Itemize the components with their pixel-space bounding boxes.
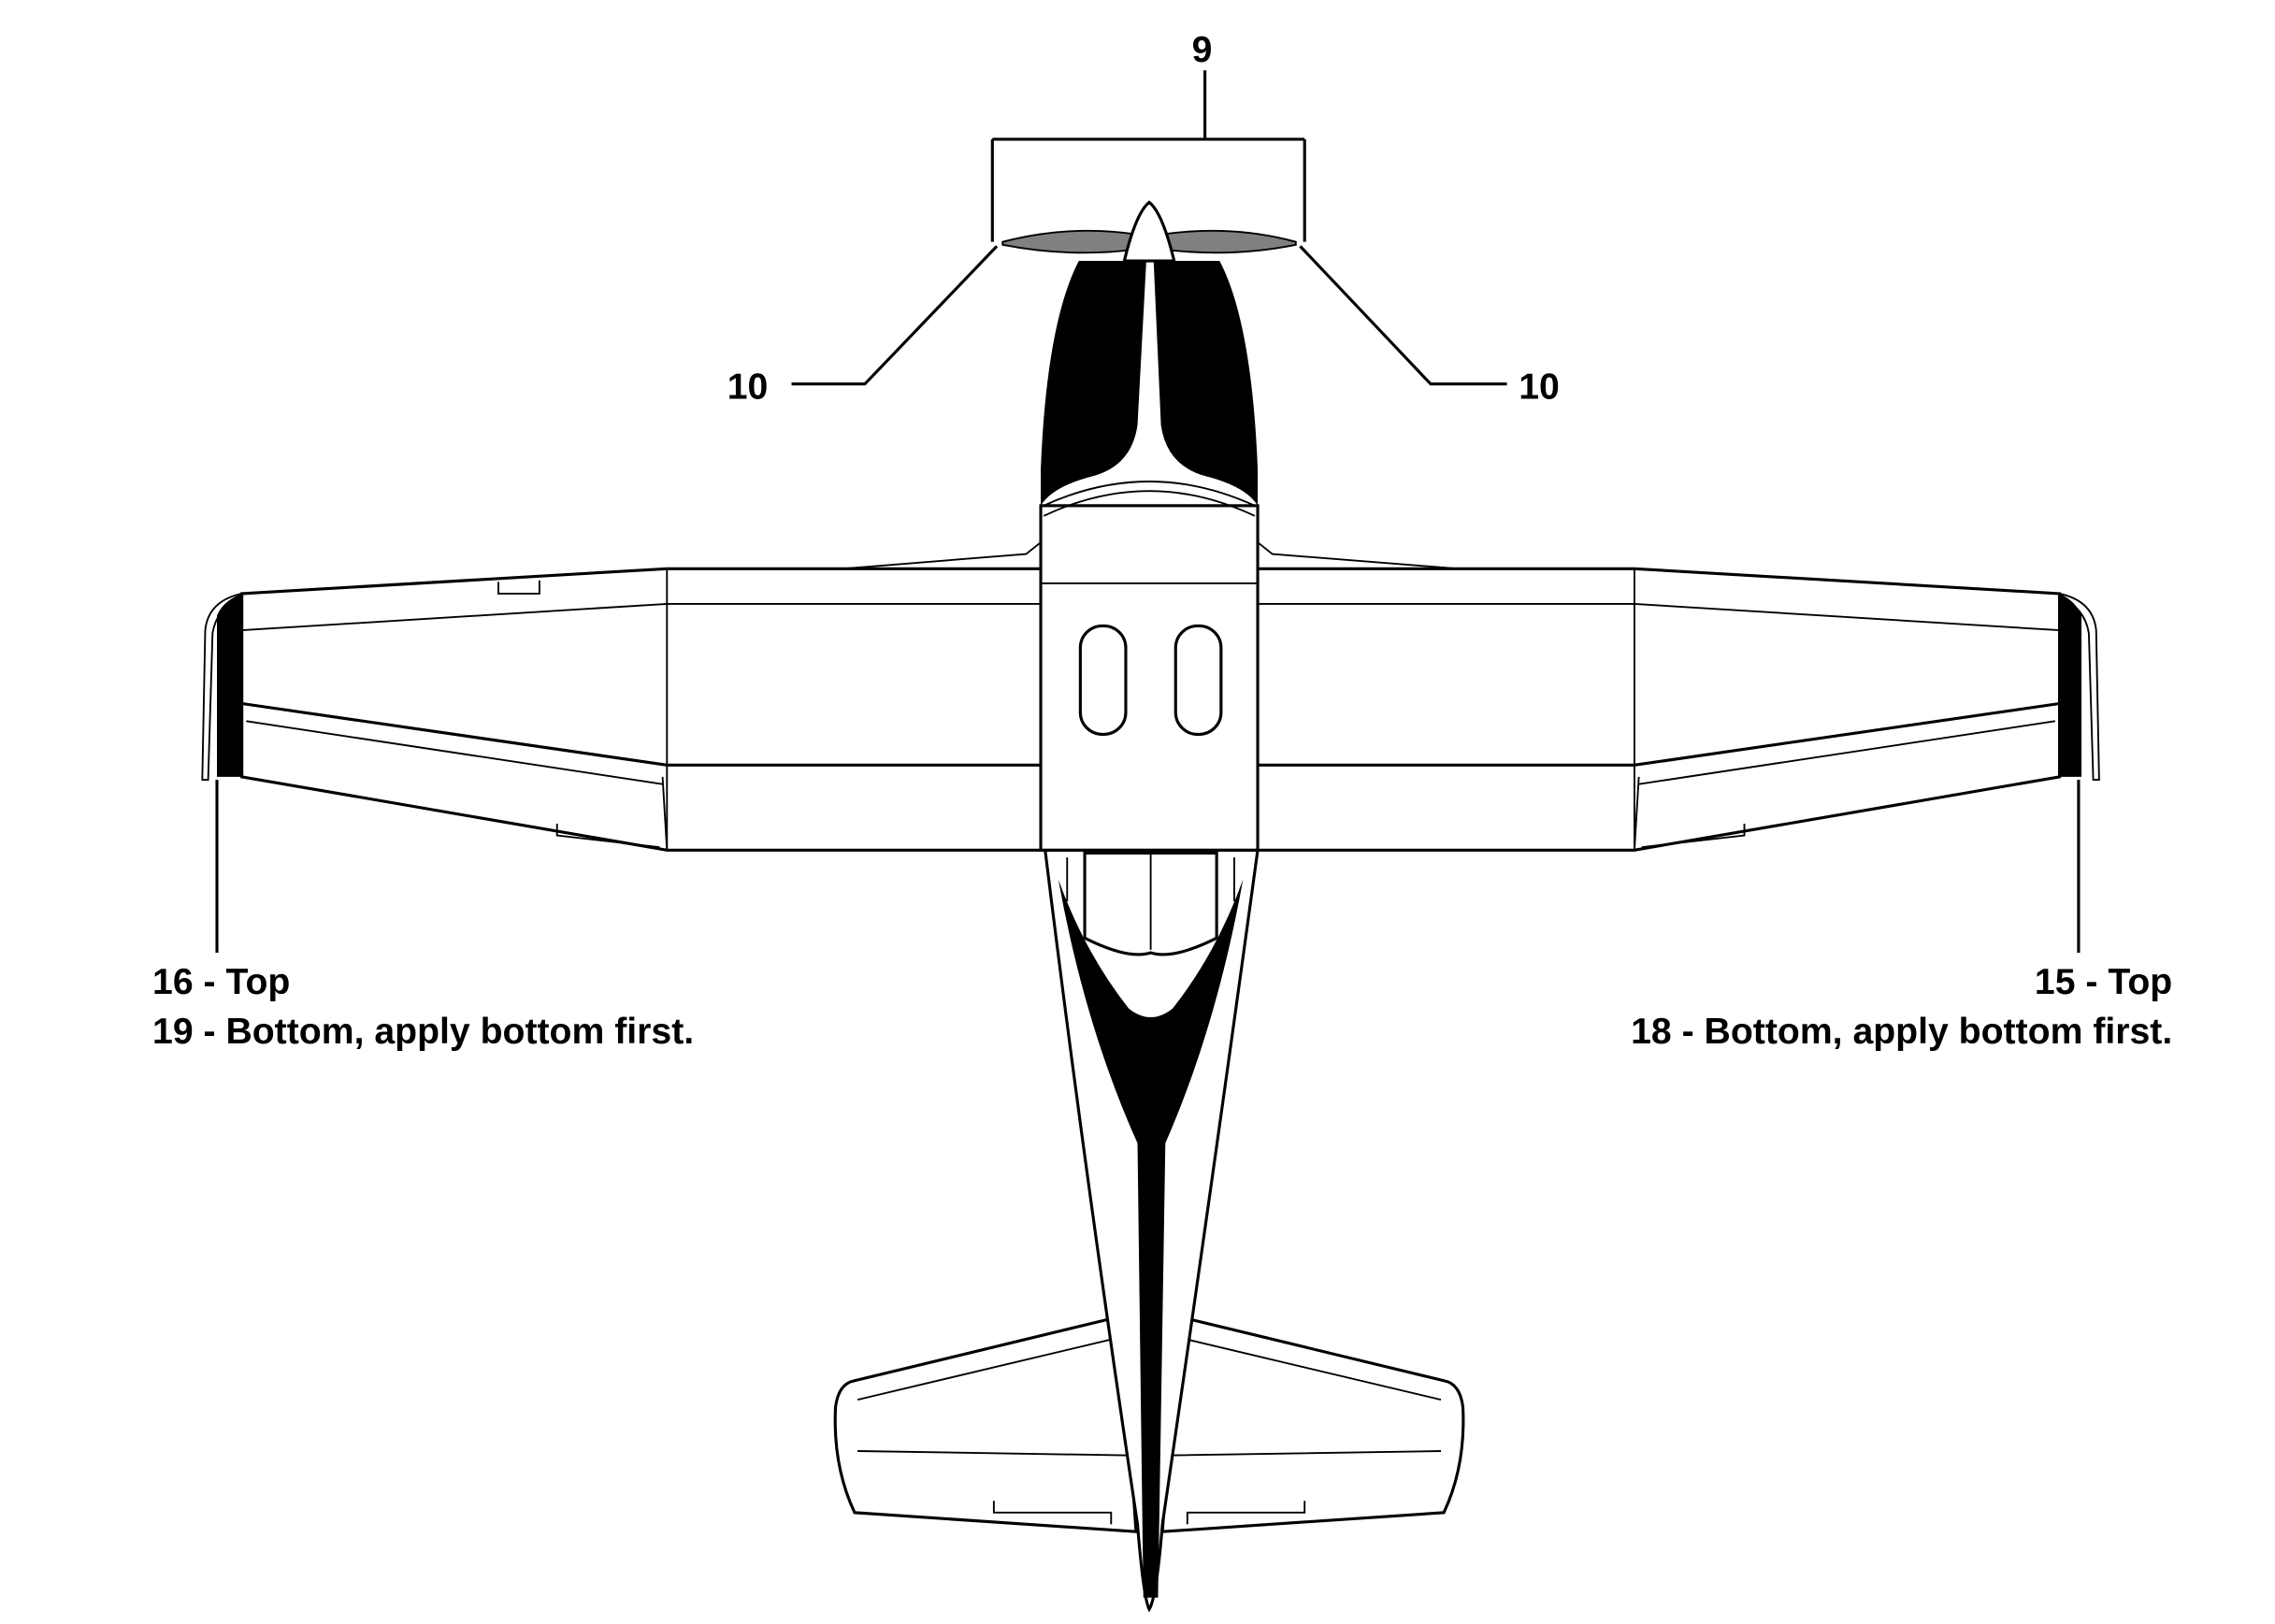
cowling-stripe-right: [1153, 261, 1259, 506]
right-wingtip-bottom-label: 18 - Bottom, apply bottom first.: [1631, 1012, 2172, 1052]
propeller: [1001, 200, 1297, 263]
right-wingtip-top-label: 15 - Top: [2035, 962, 2172, 1002]
right-wingtip-stripe: [2059, 593, 2082, 777]
left-wingtip-bottom-label: 19 - Bottom, apply bottom first.: [152, 1012, 694, 1052]
horizontal-stabilizer: [833, 1314, 1465, 1533]
callout-10-right: 10: [1299, 245, 1560, 407]
callout-10-left-label: 10: [727, 366, 769, 407]
prop-blade-right: [1159, 229, 1297, 254]
callout-right-wingtip: 15 - Top 18 - Bottom, apply bottom first…: [1631, 780, 2172, 1052]
left-wingtip-stripe: [217, 593, 242, 777]
tail-stripe: [1058, 879, 1244, 1598]
left-wingtip-top-label: 16 - Top: [152, 962, 290, 1002]
callout-9-label: 9: [1192, 30, 1213, 70]
spinner: [1122, 200, 1176, 263]
fuselage: [1039, 261, 1260, 1613]
callout-left-wingtip: 16 - Top 19 - Bottom, apply bottom first…: [152, 780, 694, 1052]
cowling-stripe-left: [1041, 261, 1146, 506]
callout-10-right-label: 10: [1519, 366, 1560, 407]
window-left: [1078, 624, 1128, 736]
callout-9: 9: [990, 30, 1306, 242]
prop-blade-left: [1001, 229, 1139, 254]
window-right: [1173, 624, 1223, 736]
callout-10-left: 10: [727, 245, 999, 407]
